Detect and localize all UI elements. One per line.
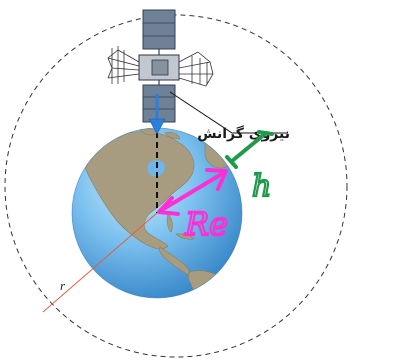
earth-radius-handwritten-label: Re	[184, 205, 228, 243]
orbit-radius-label: r	[60, 278, 66, 293]
gravity-force-label: نیروی گرانش	[197, 125, 290, 142]
altitude-handwritten-label: h	[252, 169, 271, 204]
satellite-icon	[108, 10, 213, 122]
